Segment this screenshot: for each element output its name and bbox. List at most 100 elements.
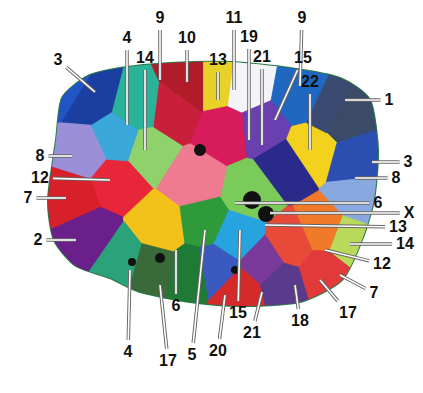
leader-line xyxy=(128,270,130,340)
brain-region xyxy=(326,122,400,182)
brain-region xyxy=(30,40,111,128)
leader-line xyxy=(261,69,263,145)
leader-line xyxy=(159,30,161,80)
callout-number: 11 xyxy=(226,10,243,26)
leader-line xyxy=(275,70,298,120)
leader-line xyxy=(345,98,381,102)
callout-number: 17 xyxy=(339,305,357,321)
callout-number: 6 xyxy=(172,298,181,314)
leader-line xyxy=(185,50,189,82)
brain-region xyxy=(299,250,400,330)
leader-line xyxy=(66,67,95,92)
leader-line xyxy=(325,250,369,261)
callout-number: 15 xyxy=(294,50,312,66)
leader-line xyxy=(270,212,400,214)
leader-line xyxy=(219,295,225,339)
callout-number: 3 xyxy=(404,154,413,170)
leader-line xyxy=(235,201,370,205)
leader-line xyxy=(216,72,220,100)
leader-line xyxy=(265,225,385,227)
leader-line xyxy=(350,243,392,245)
leader-line xyxy=(232,30,236,90)
leader-line xyxy=(143,70,147,150)
callout-number: 21 xyxy=(253,49,271,65)
leader-line xyxy=(36,196,66,200)
leader-line xyxy=(255,292,262,321)
leader-line xyxy=(260,69,264,145)
leader-line xyxy=(193,230,205,343)
leader-line xyxy=(46,239,76,241)
leader-line xyxy=(36,197,66,199)
callout-number: 1 xyxy=(385,92,394,108)
leader-line xyxy=(247,49,251,140)
callout-number: 3 xyxy=(54,52,63,68)
dark-spot xyxy=(194,144,206,156)
leader-line xyxy=(308,94,312,150)
leader-line xyxy=(174,250,178,294)
callout-number: 17 xyxy=(159,353,177,369)
brain-region xyxy=(204,40,237,111)
leader-line xyxy=(295,285,298,309)
leader-line xyxy=(345,99,381,101)
callout-number: 13 xyxy=(209,52,227,68)
leader-line xyxy=(48,155,72,157)
callout-number: 7 xyxy=(24,190,33,206)
callout-number: 4 xyxy=(124,344,133,360)
leader-line xyxy=(355,176,388,180)
dark-spot xyxy=(128,258,136,266)
leader-line xyxy=(372,160,400,164)
leader-line xyxy=(53,178,110,180)
leader-line xyxy=(125,50,129,125)
dark-spot xyxy=(243,191,261,209)
leader-line xyxy=(219,295,225,339)
leader-line xyxy=(233,30,235,90)
leader-line xyxy=(160,285,167,349)
callout-number: 4 xyxy=(123,30,132,46)
leader-line xyxy=(128,270,130,340)
callout-number: 14 xyxy=(396,236,414,252)
leader-line xyxy=(144,70,146,150)
callout-number: 20 xyxy=(209,343,227,359)
leader-line xyxy=(265,225,385,227)
callout-number: 2 xyxy=(34,232,43,248)
leader-line xyxy=(235,202,370,204)
leader-line xyxy=(66,67,95,92)
callout-number: 18 xyxy=(291,313,309,329)
callout-number: 22 xyxy=(301,74,319,90)
callout-number: 14 xyxy=(136,50,154,66)
leader-line xyxy=(295,285,298,309)
callout-number: 12 xyxy=(373,256,391,272)
callout-number: 5 xyxy=(188,347,197,363)
brain-region xyxy=(156,144,226,206)
leader-line xyxy=(248,49,250,140)
brain-region xyxy=(293,191,342,252)
leader-line xyxy=(320,280,338,301)
leader-line xyxy=(53,178,110,180)
brain-region xyxy=(112,40,159,130)
callout-number: 13 xyxy=(389,219,407,235)
leader-line xyxy=(325,250,369,261)
leader-line xyxy=(46,238,76,242)
leader-line xyxy=(238,230,240,301)
leader-line xyxy=(270,211,400,215)
brain-region xyxy=(91,112,138,160)
leader-line xyxy=(48,154,72,158)
leader-line xyxy=(126,50,128,125)
leader-line xyxy=(255,292,262,321)
leader-line xyxy=(355,177,388,179)
callout-number: 8 xyxy=(392,170,401,186)
callout-number: 19 xyxy=(240,29,258,45)
leader-line xyxy=(217,72,219,100)
callout-number: 6 xyxy=(374,195,383,211)
leader-line xyxy=(175,250,177,294)
leader-line xyxy=(238,230,240,301)
leader-line xyxy=(350,242,392,246)
leader-line xyxy=(186,50,188,82)
leader-line xyxy=(193,230,205,343)
callout-number: 9 xyxy=(298,10,307,26)
callout-number: 15 xyxy=(229,305,247,321)
leader-line xyxy=(340,275,366,289)
callout-number: 7 xyxy=(370,285,379,301)
brain-regions xyxy=(30,40,400,330)
callout-number: 10 xyxy=(178,30,196,46)
